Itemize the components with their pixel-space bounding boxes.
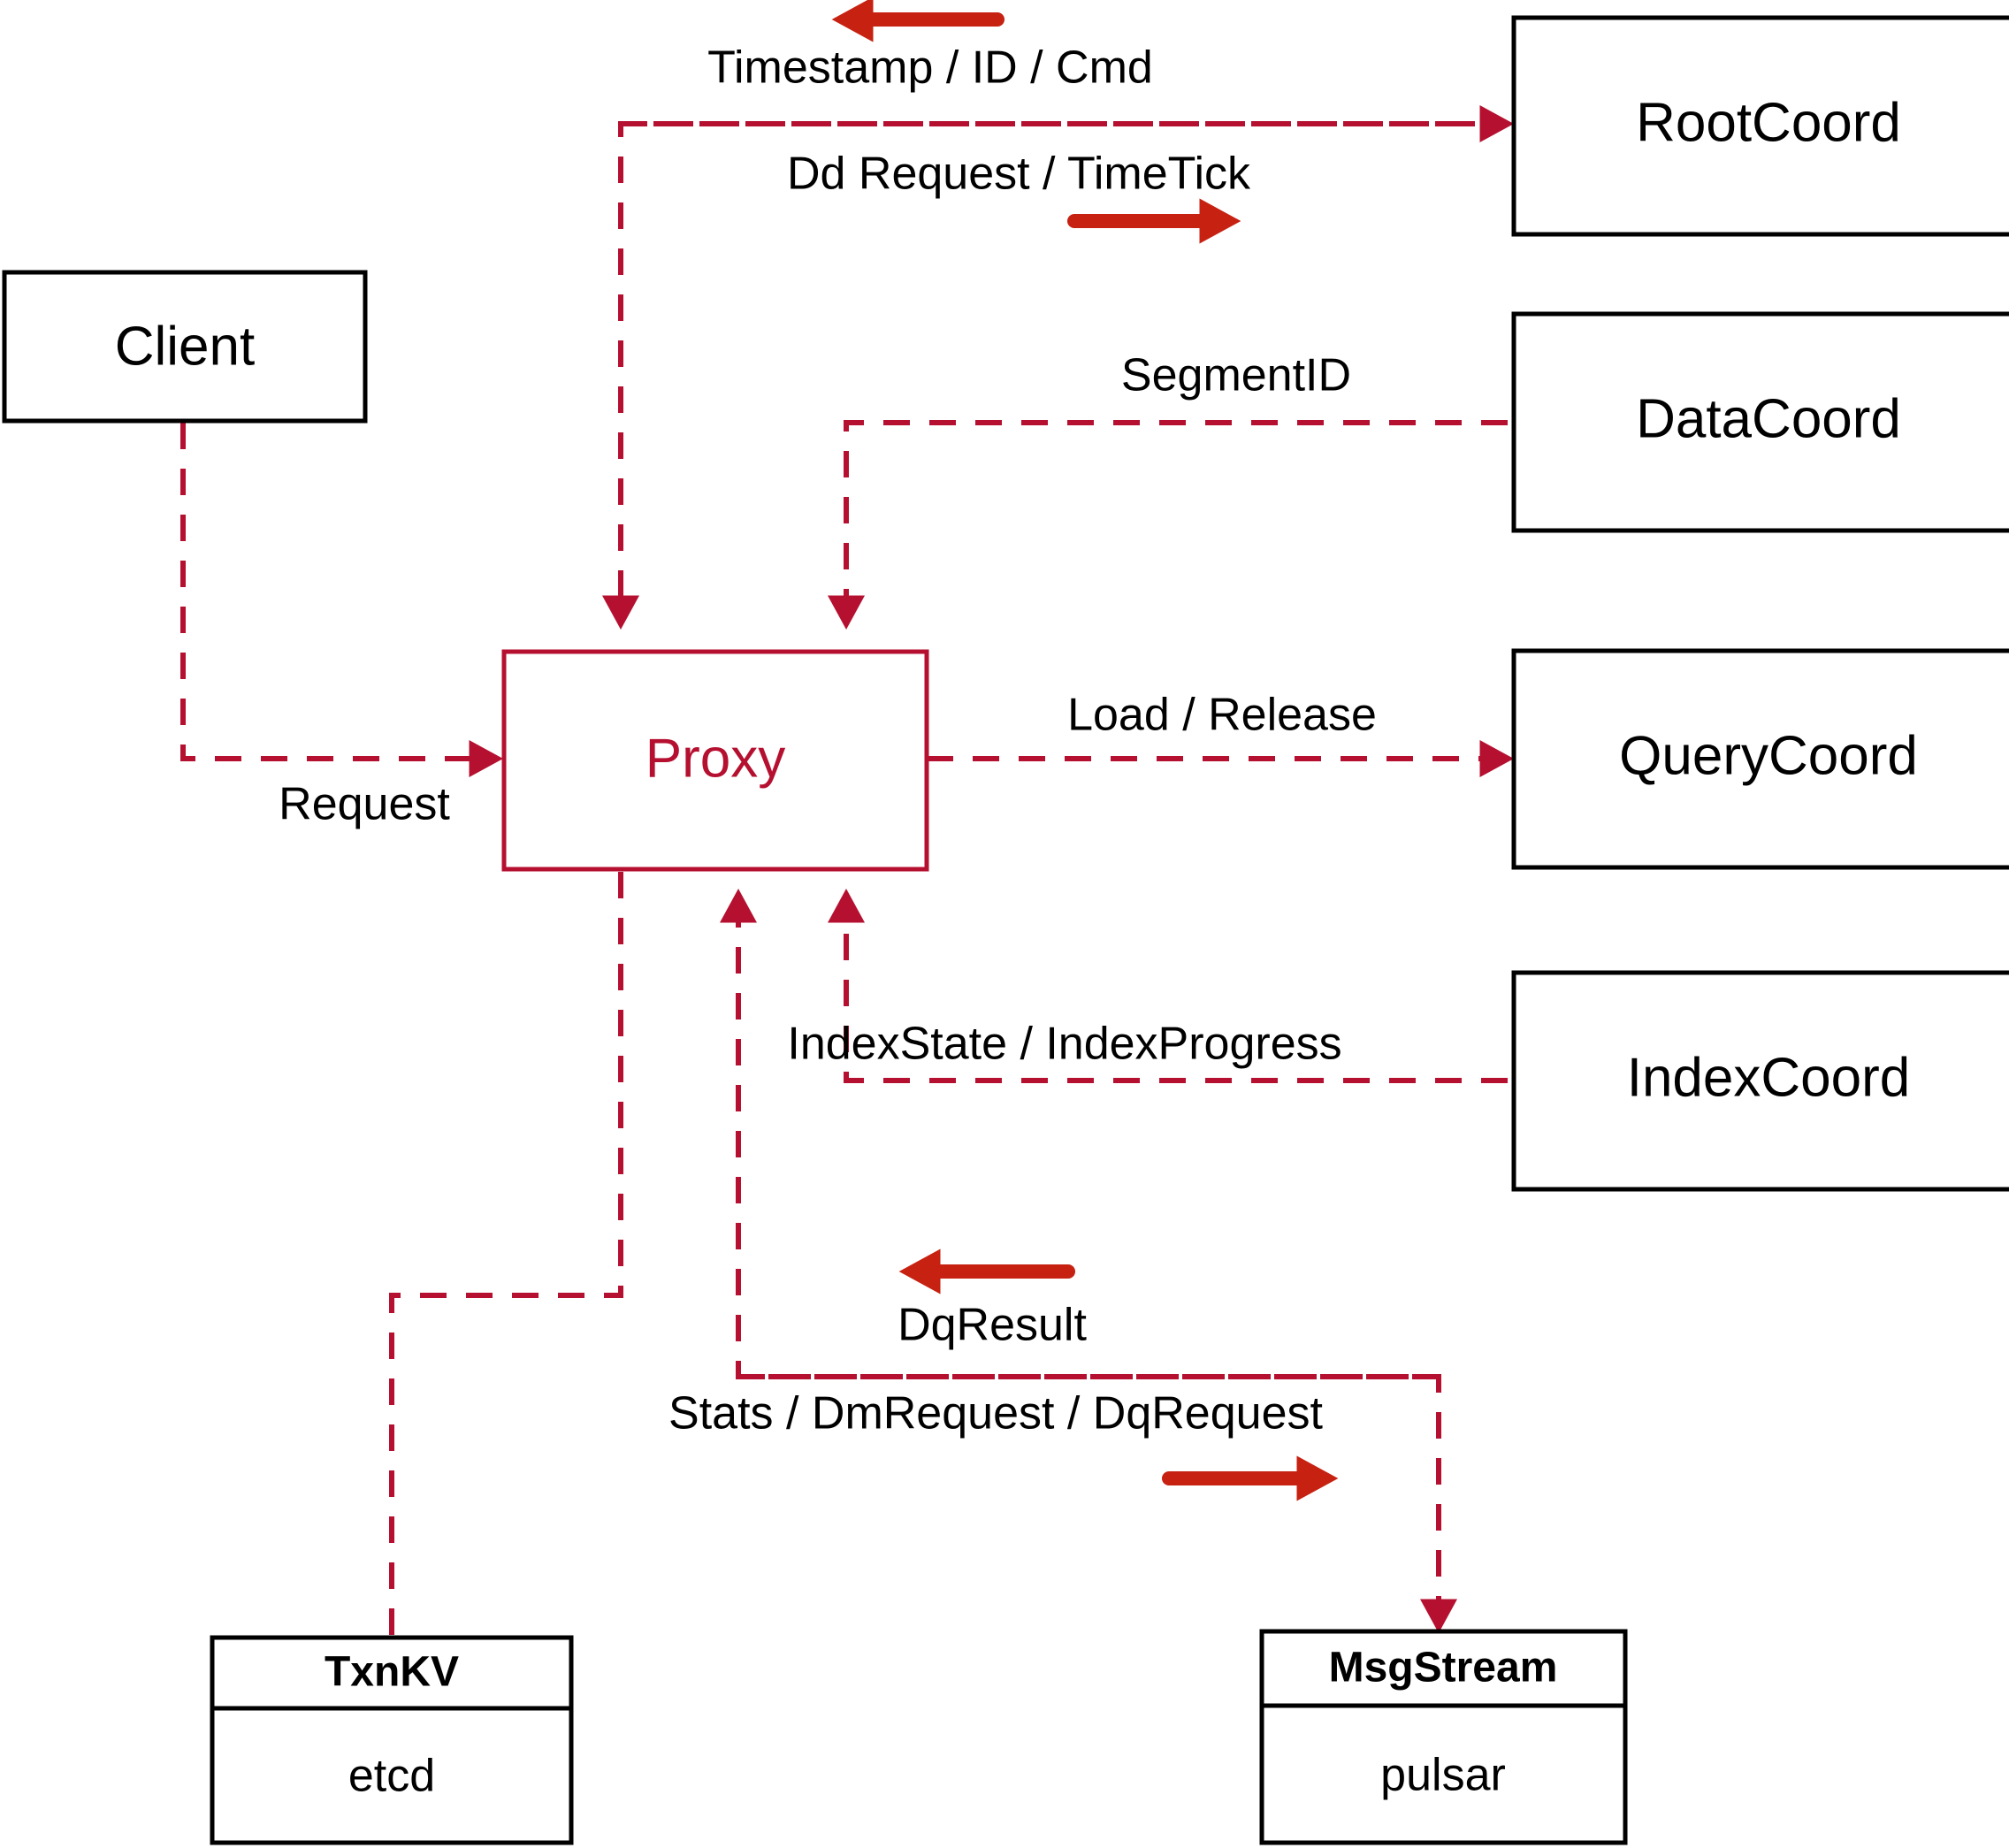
node-msgstream[interactable]: MsgStream pulsar (1259, 1629, 1628, 1845)
edge-line-stats-dmrequest-dqrequest (738, 1374, 1457, 1633)
edge-label-load-release: Load / Release (1067, 690, 1377, 741)
edge-line-dqresult (720, 889, 1439, 1379)
edge-line-indexstate-indexprogress (828, 889, 1508, 1083)
node-txnkv-label: TxnKV (325, 1649, 459, 1696)
node-querycoord[interactable]: QueryCoord (1511, 648, 2009, 870)
edge-label-request: Request (279, 779, 450, 830)
node-indexcoord-label: IndexCoord (1627, 1047, 1911, 1108)
node-rootcoord[interactable]: RootCoord (1511, 15, 2009, 237)
edge-line-segmentid (828, 420, 1508, 630)
node-datacoord[interactable]: DataCoord (1511, 311, 2009, 533)
node-txnkv[interactable]: TxnKV etcd (210, 1635, 574, 1845)
edge-label-indexstate-indexprogress: IndexState / IndexProgress (787, 1019, 1341, 1070)
node-querycoord-label: QueryCoord (1619, 725, 1918, 786)
node-proxy[interactable]: Proxy (501, 649, 929, 872)
node-datacoord-label: DataCoord (1636, 388, 1901, 449)
node-indexcoord[interactable]: IndexCoord (1511, 970, 2009, 1192)
node-msgstream-sublabel: pulsar (1380, 1750, 1506, 1801)
node-proxy-label: Proxy (645, 728, 785, 789)
node-client[interactable]: Client (2, 270, 368, 424)
node-client-label: Client (115, 316, 256, 377)
edge-label-dqresult: DqResult (898, 1300, 1087, 1351)
node-msgstream-label: MsgStream (1329, 1645, 1558, 1691)
edge-label-segmentid: SegmentID (1121, 350, 1351, 401)
node-txnkv-sublabel: etcd (348, 1751, 435, 1802)
edge-line-proxy-txnkv (389, 872, 623, 1636)
edge-label-stats-dmrequest-dqrequest: Stats / DmRequest / DqRequest (668, 1388, 1323, 1439)
node-rootcoord-label: RootCoord (1636, 92, 1901, 153)
edge-label-dd-request-timetick: Dd Request / TimeTick (787, 149, 1251, 200)
edge-line-request (180, 423, 503, 777)
edge-label-timestamp-id-cmd: Timestamp / ID / Cmd (707, 42, 1153, 94)
